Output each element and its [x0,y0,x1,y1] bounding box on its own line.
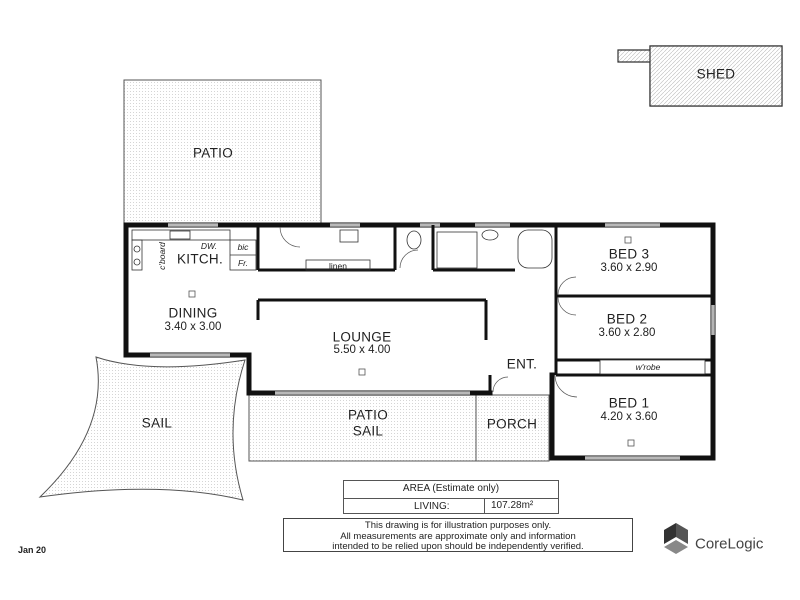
kitchen-fittings [131,229,257,271]
door-swings [279,226,578,398]
area-label: LIVING: [414,501,450,512]
label-bed1-dim: 4.20 x 3.60 [600,411,658,423]
disclaimer: This drawing is for illustration purpose… [283,518,633,552]
label-wrobe: w'robe [635,362,661,372]
label-patio-sail-2: SAIL [352,423,384,439]
label-dining-dim: 3.40 x 3.00 [164,321,222,333]
label-shed: SHED [696,66,736,82]
label-porch: PORCH [486,416,538,432]
label-lounge-dim: 5.50 x 4.00 [333,344,391,356]
disclaimer-line-3: intended to be relied upon should be ind… [332,541,584,552]
area-title: AREA (Estimate only) [402,483,500,494]
porch [475,394,550,462]
label-linen: linen [329,261,347,271]
label-sail: SAIL [141,415,173,431]
label-patio-sail-1: PATIO [347,407,389,423]
label-bed3: BED 3 [608,246,650,262]
label-fr: Fr. [237,258,249,268]
label-cupboard: c'board [157,242,167,270]
area-table: AREA (Estimate only) LIVING: 107.28m² [343,480,559,514]
area-value: 107.28m² [484,499,533,513]
plan-date: Jan 20 [18,545,47,555]
lounge-walls [256,298,488,340]
shed [617,45,783,107]
label-bed2-dim: 3.60 x 2.80 [598,327,656,339]
label-ent: ENT. [506,356,538,372]
sail-left [38,356,246,501]
wardrobe [599,359,706,375]
label-dining: DINING [168,305,218,321]
label-bed1: BED 1 [608,395,650,411]
label-patio: PATIO [192,145,234,161]
label-kitchen: KITCH. [176,251,224,267]
label-bed2: BED 2 [606,311,648,327]
label-dw: DW. [200,241,218,251]
brand-name: CoreLogic [695,535,764,553]
light-fittings [188,236,635,447]
area-row: LIVING: 107.28m² [344,498,558,513]
label-bed3-dim: 3.60 x 2.90 [600,262,658,274]
bathroom-fittings [305,229,553,271]
label-bic: bic [237,242,249,252]
label-lounge: LOUNGE [332,329,392,345]
disclaimer-line-2: All measurements are approximate only an… [340,530,576,542]
disclaimer-line-1: This drawing is for illustration purpose… [364,520,552,531]
